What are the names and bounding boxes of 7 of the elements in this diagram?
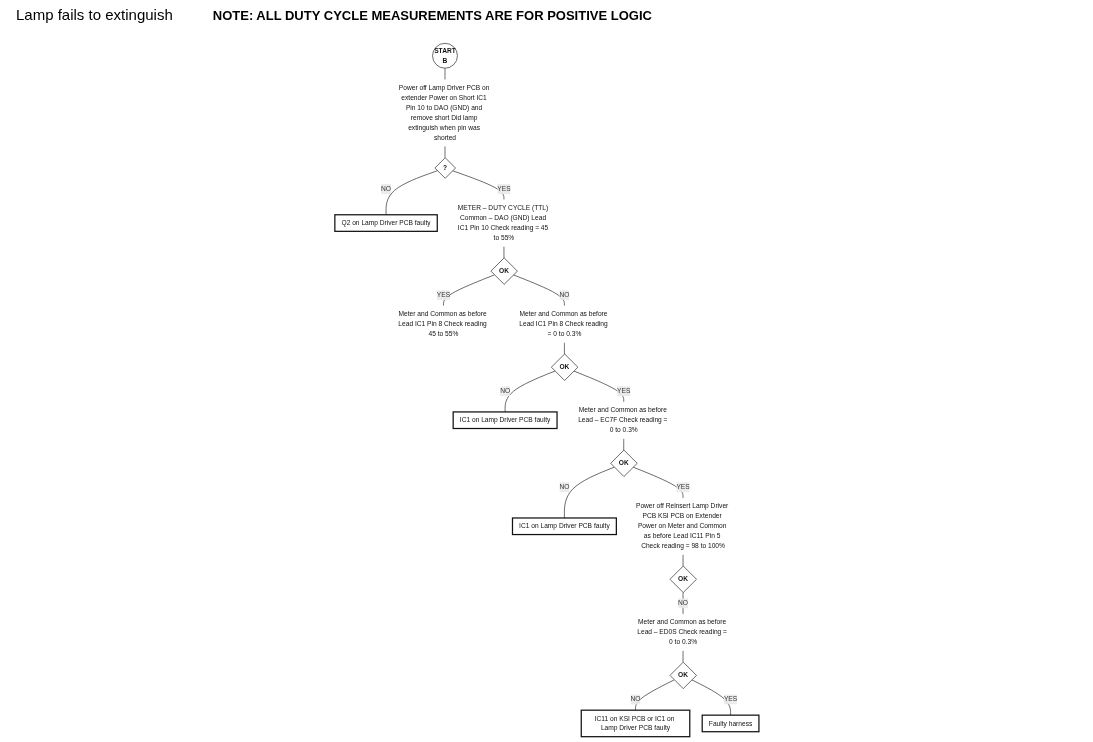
- connector: [691, 679, 731, 716]
- connector: [385, 170, 438, 216]
- connector: [504, 370, 555, 413]
- note-text: NOTE: ALL DUTY CYCLE MEASUREMENTS ARE FOR POSITIVE LOGIC: [212, 8, 652, 23]
- connector: [563, 466, 615, 519]
- connector: [634, 679, 675, 711]
- diagram-title: Lamp fails to extinguish: [16, 6, 173, 23]
